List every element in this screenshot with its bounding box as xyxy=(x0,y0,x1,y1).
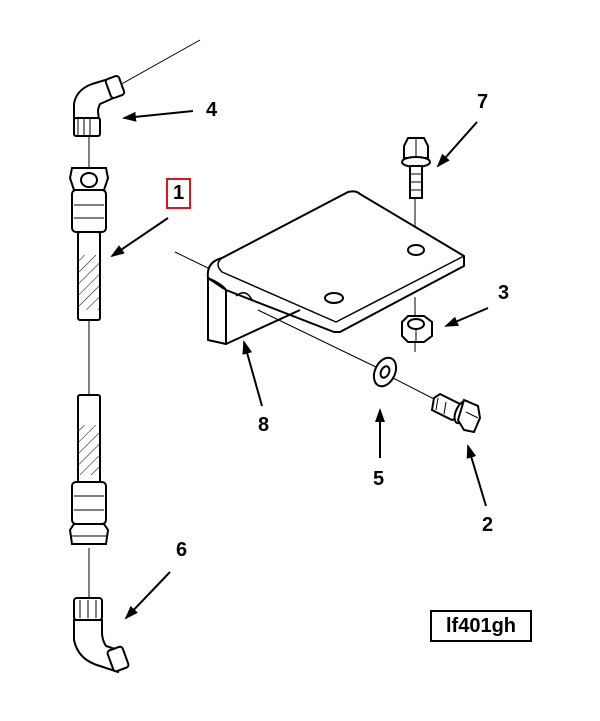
leader-arrow-8 xyxy=(242,340,263,407)
callout-2: 2 xyxy=(482,514,494,536)
leader-arrow-6 xyxy=(124,571,171,620)
leader-arrow-3 xyxy=(444,307,489,327)
hose-assembly-lower xyxy=(68,394,110,545)
leader-arrow-4 xyxy=(122,110,194,122)
leader-arrow-2 xyxy=(466,444,487,507)
leader-arrows xyxy=(110,110,489,620)
bolt-vertical xyxy=(401,137,431,199)
callout-3: 3 xyxy=(498,282,510,304)
center-lines xyxy=(88,39,437,598)
callout-1-highlighted: 1 xyxy=(166,178,192,209)
callout-6: 6 xyxy=(176,539,188,561)
angle-bracket xyxy=(206,190,465,345)
callout-8: 8 xyxy=(258,414,270,436)
figure-id-label: lf401gh xyxy=(430,610,532,642)
elbow-fitting-top xyxy=(73,75,126,137)
callout-5: 5 xyxy=(373,468,385,490)
callout-7: 7 xyxy=(477,91,489,113)
leader-arrow-1 xyxy=(110,217,169,258)
washer xyxy=(372,356,398,388)
hex-nut xyxy=(401,315,433,343)
hose-assembly-upper xyxy=(68,167,110,321)
elbow-fitting-bottom xyxy=(73,597,130,674)
callout-4: 4 xyxy=(206,99,218,121)
leader-arrow-7 xyxy=(436,121,478,168)
bolt-horizontal xyxy=(430,392,482,434)
